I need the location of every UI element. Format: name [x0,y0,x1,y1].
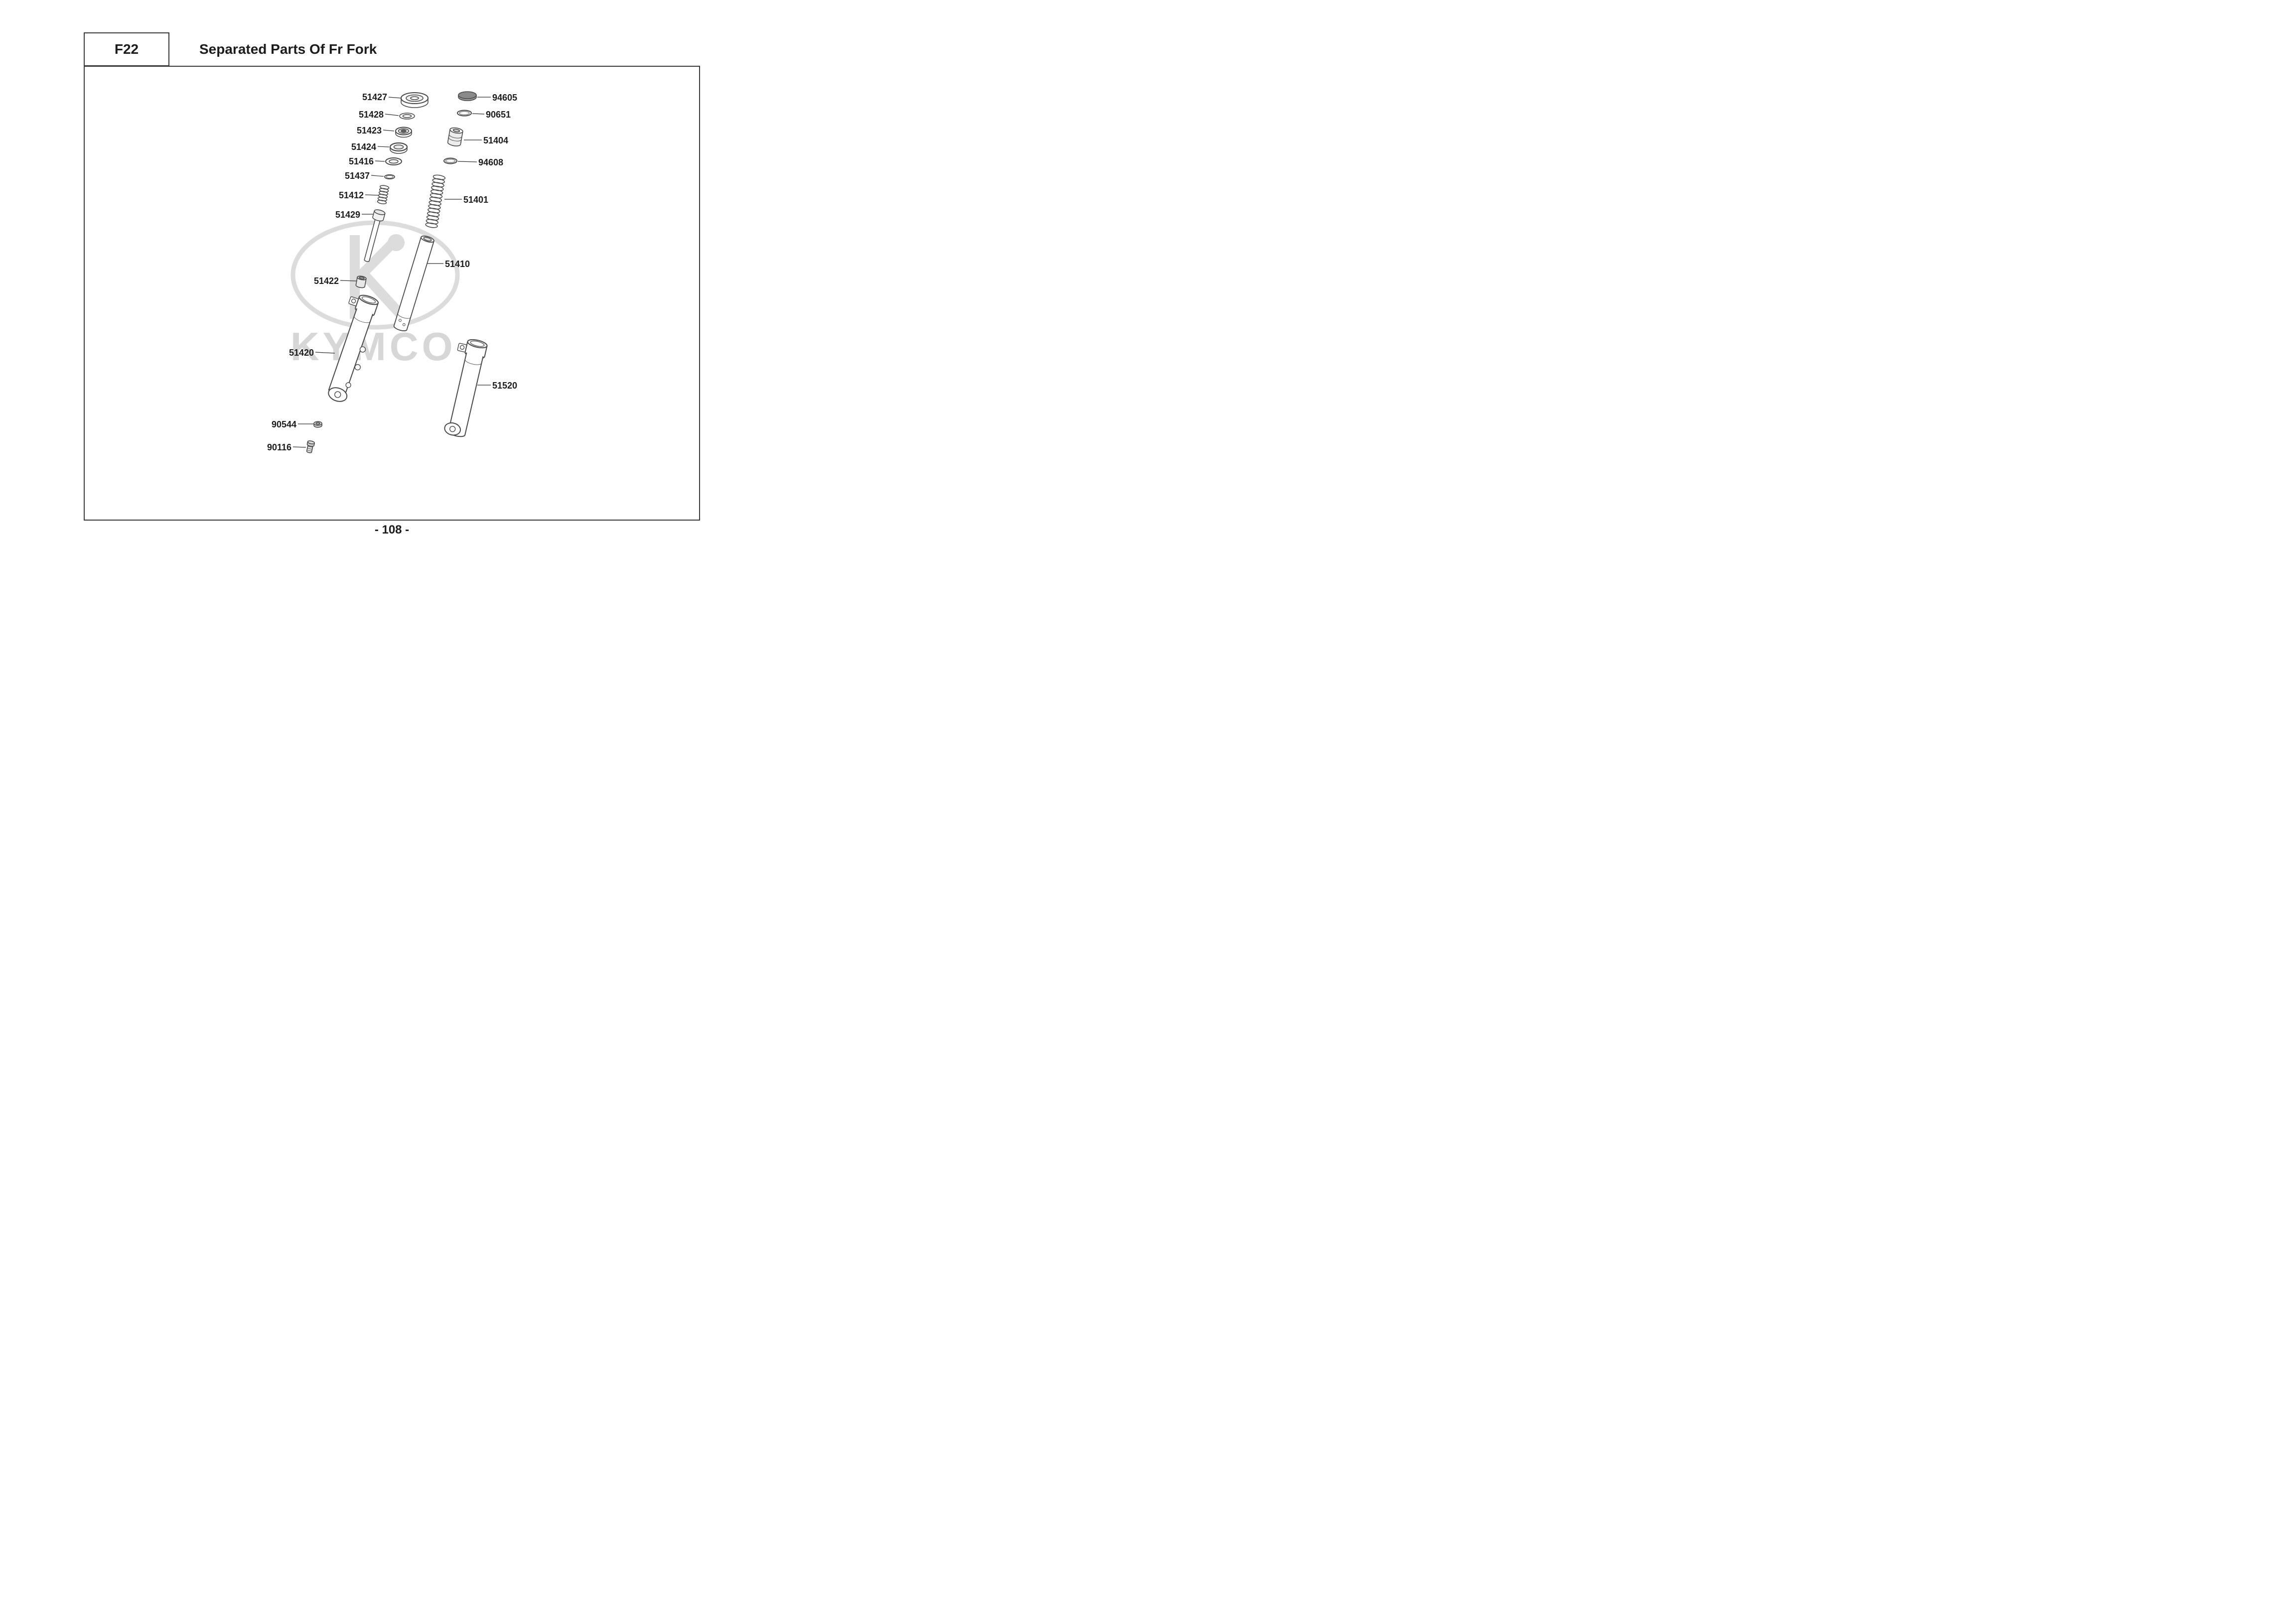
part-drawing-51423 [395,127,412,138]
part-drawing-94608 [443,157,457,164]
part-label-51423: 51423 [356,126,382,135]
part-drawing-90544 [313,421,322,428]
part-label-51422: 51422 [313,276,339,286]
part-drawing-94605 [458,91,477,101]
diagram-frame [84,66,700,521]
page-title: Separated Parts Of Fr Fork [199,41,377,57]
part-drawing-51429 [364,209,386,262]
page-number: - 108 - [374,523,410,537]
part-label-51420: 51420 [288,348,314,358]
leader-line-51437 [371,175,384,177]
part-drawing-51520 [444,339,488,437]
part-drawing-90116 [306,440,315,453]
part-label-94608: 94608 [478,157,504,167]
part-drawing-51420 [328,294,379,402]
part-drawing-51412 [377,185,390,205]
manual-page: F22 Separated Parts Of Fr Fork KYMCO [0,0,765,541]
leader-line-51428 [385,114,399,116]
part-drawing-51401 [425,174,446,228]
section-code-box: F22 [84,32,169,66]
part-drawing-51422 [355,275,367,288]
fork-parts-diagram [290,91,491,453]
part-drawing-51427 [401,92,429,108]
part-label-51520: 51520 [492,381,518,391]
leader-line-51423 [383,130,395,132]
section-code: F22 [114,41,139,57]
part-label-51410: 51410 [445,259,470,269]
part-label-51412: 51412 [338,190,364,200]
part-drawing-51437 [384,174,395,180]
part-label-51404: 51404 [483,135,509,145]
part-drawing-51410 [393,235,434,331]
leader-line-94608 [457,161,477,162]
part-label-90651: 90651 [486,110,511,120]
kymco-watermark-text: KYMCO [290,324,456,369]
part-label-51427: 51427 [362,92,387,102]
part-label-51428: 51428 [358,110,384,120]
part-label-51429: 51429 [335,210,360,220]
part-label-51401: 51401 [463,195,489,205]
part-label-51416: 51416 [348,156,374,166]
part-drawing-51404 [447,127,463,146]
part-drawing-51424 [389,142,408,154]
part-label-90544: 90544 [271,419,296,429]
leader-line-51427 [388,97,402,99]
part-label-51437: 51437 [344,171,370,181]
parts-drawing [306,91,488,453]
leader-line-51422 [340,280,357,281]
leader-line-51420 [315,352,335,354]
part-drawing-51428 [399,113,415,120]
part-label-90116: 90116 [267,442,291,452]
part-drawing-51416 [385,157,402,165]
part-label-94605: 94605 [492,93,518,103]
part-drawing-90651 [457,110,472,117]
leader-lines [292,97,491,448]
part-label-51424: 51424 [351,142,376,152]
leader-line-51424 [377,146,390,147]
